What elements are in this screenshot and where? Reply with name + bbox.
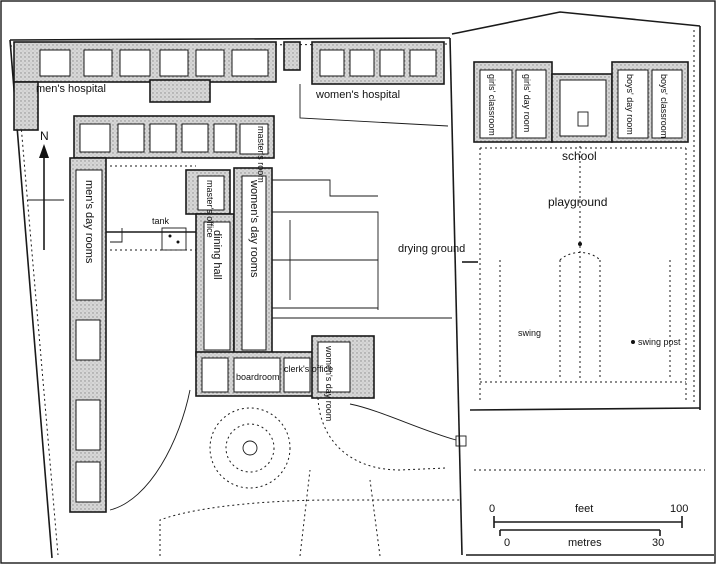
label-girls-day-room: girls' day room <box>522 74 532 132</box>
mens-hospital-block <box>13 41 277 131</box>
scale-metres-min: 0 <box>504 537 510 549</box>
boardroom-range <box>195 335 375 399</box>
scale-feet-label: feet <box>575 503 593 515</box>
label-womens-day-rooms: women's day rooms <box>248 179 260 278</box>
label-drying-ground: drying ground <box>398 243 465 255</box>
scale-metres-max: 30 <box>652 537 664 549</box>
label-boys-classroom: boys' classroom <box>659 74 669 138</box>
womens-hospital-block <box>283 41 449 127</box>
label-tank: tank <box>152 216 170 226</box>
tank <box>110 227 187 251</box>
label-playground: playground <box>548 195 607 209</box>
label-masters-room: master's room <box>256 126 266 183</box>
label-boys-day-room: boys' day room <box>625 74 635 135</box>
north-label: N <box>40 129 49 143</box>
scale-bar: 0 feet 100 0 metres 30 <box>489 503 688 549</box>
label-womens-hospital: women's hospital <box>315 89 400 101</box>
label-swing: swing <box>518 328 541 338</box>
label-girls-classroom: girls' classroom <box>487 74 497 136</box>
north-arrow: N <box>28 129 64 250</box>
label-mens-hospital: men's hospital <box>36 83 106 95</box>
label-boardroom: boardroom <box>236 372 280 382</box>
label-womens-day-room: women's day room <box>324 345 334 421</box>
scale-metres-label: metres <box>568 537 602 549</box>
womens-day-rooms-wing <box>233 167 452 355</box>
scale-feet-max: 100 <box>670 503 688 515</box>
label-clerks-office: clerk's office <box>284 364 333 374</box>
dining-hall-block <box>195 213 235 357</box>
masters-office-block <box>185 169 231 215</box>
playground-layout <box>462 146 687 400</box>
scale-feet-min: 0 <box>489 503 495 515</box>
master-range <box>73 115 275 159</box>
label-masters-office: master's office <box>205 180 215 238</box>
label-mens-day-rooms: men's day rooms <box>83 180 95 264</box>
label-swing-post: swing post <box>638 337 681 347</box>
room-labels: men's hospital women's hospital master's… <box>36 74 681 421</box>
front-garden <box>109 389 467 557</box>
school-block <box>473 61 689 143</box>
label-school: school <box>562 149 597 163</box>
mens-day-rooms-wing <box>69 157 196 513</box>
label-dining-hall: dining hall <box>211 230 223 280</box>
